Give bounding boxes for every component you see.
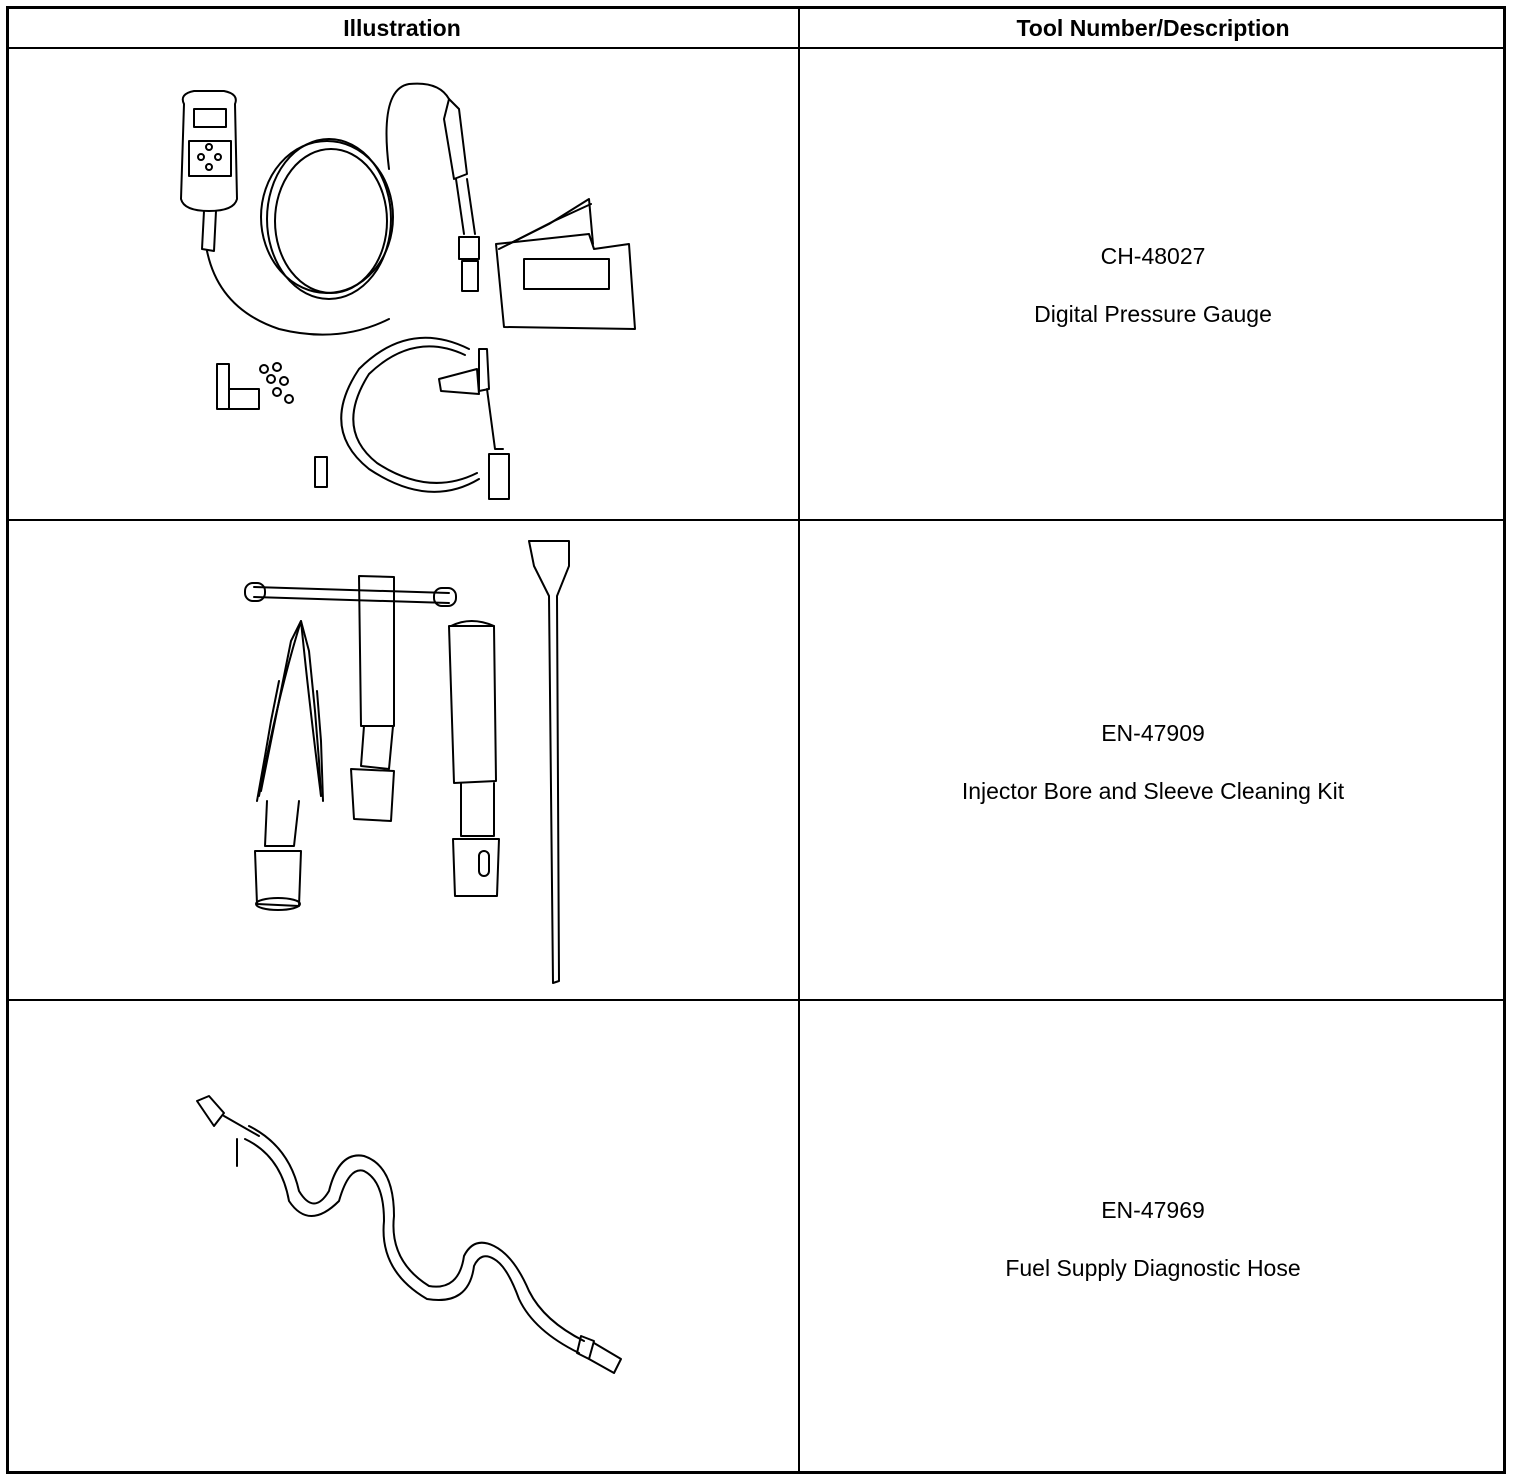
injector-cleaning-kit-illustration [244,540,570,984]
tool-description: Digital Pressure Gauge [1034,301,1272,327]
tool-description: Fuel Supply Diagnostic Hose [1005,1255,1301,1281]
header-tool-number-description: Tool Number/Description [1016,15,1290,41]
row-1-text: CH-48027 Digital Pressure Gauge [800,243,1506,328]
header-divider [6,47,1506,49]
tool-number: EN-47969 [1101,1197,1205,1223]
row-divider [6,519,1506,521]
tool-number: EN-47909 [1101,720,1205,746]
tool-description: Injector Bore and Sleeve Cleaning Kit [961,778,1345,804]
fuel-supply-diagnostic-hose-illustration [196,1095,622,1374]
row-2-text: EN-47909 Injector Bore and Sleeve Cleani… [800,720,1506,805]
tool-number: CH-48027 [1100,243,1206,269]
digital-pressure-gauge-illustration [180,82,636,500]
row-3-text: EN-47969 Fuel Supply Diagnostic Hose [800,1197,1506,1282]
column-divider [798,6,800,1474]
header-illustration: Illustration [343,15,461,41]
tool-table [6,6,1506,1474]
row-divider [6,999,1506,1001]
